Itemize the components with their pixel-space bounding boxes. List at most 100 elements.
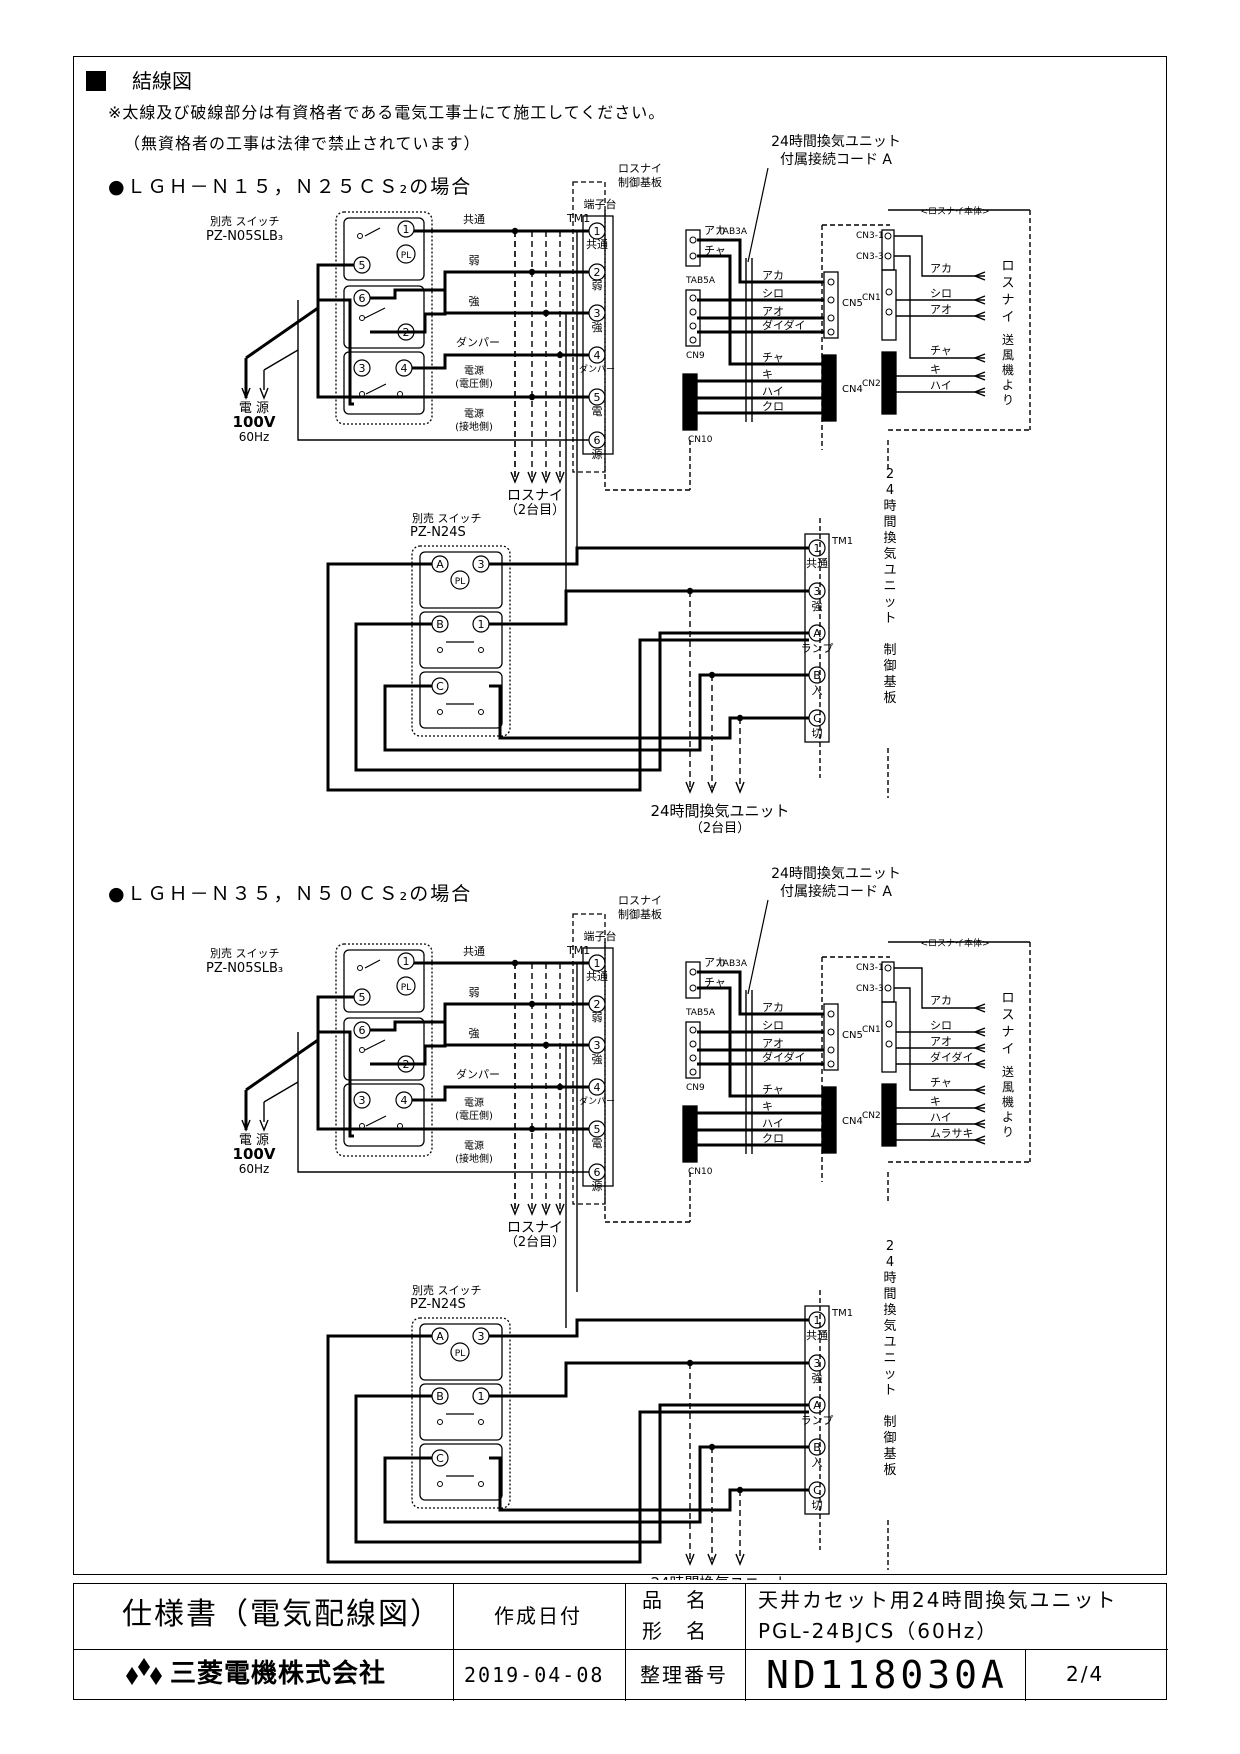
vertical-char: 制 [883,1415,896,1430]
switch-a-title: 別売 スイッチ [210,215,280,228]
unit-board-side-label: 24時間換気ユニット 制御基板 [883,467,896,706]
wire-label-strong: 強 [469,1027,480,1040]
cn4-label: CN4 [842,1116,863,1127]
pilot-lamp-icon [450,1342,470,1362]
date-label-cell: 作成日付 [454,1584,626,1649]
vertical-char: 4 [886,483,894,498]
vertical-char: 時 [883,499,896,514]
vertical-char: 気 [883,1318,896,1334]
wire-5 [316,263,354,300]
wire-power-v [316,1030,589,1138]
lossnay-2nd-sub: （2台目） [505,503,565,518]
tm1-terminal-2-number: 2 [594,266,601,279]
wire-unit-common [489,546,809,566]
unit-terminal-B-number: B [813,669,821,682]
connector-pin [689,336,697,344]
vertical-char: 換 [883,1303,896,1318]
contact-point [437,647,443,653]
arrow-head [973,1085,986,1095]
tm1-terminal-4-number: 4 [594,349,601,362]
switch-a-terminal-5-number: 5 [359,991,366,1004]
switch-a-terminal-6-number: 6 [359,1024,366,1037]
switch-b-model: PZ-N24S [410,1297,466,1312]
switch-b-outer [411,545,511,737]
tab3a-block [685,961,701,999]
wire-unit-lamp [354,1394,809,1544]
cn5-label: CN5 [842,1030,863,1041]
cn2-label: CN2 [862,1111,881,1121]
unit-terminal-label-0: 共通 [806,557,828,570]
wire [365,383,387,395]
page-cell: 2/4 [1026,1649,1168,1701]
pilot-lamp-icon [396,976,416,996]
wire-label-common: 共通 [463,213,485,226]
model-label: 形 名 [642,1619,708,1643]
switch-a-terminal-3-number: 3 [359,1094,366,1107]
contact-point [478,1419,484,1425]
wire-cha-label: チャ [704,976,726,989]
wire-weak [370,1002,589,1066]
switch-b-terminal-A-number: A [436,1330,444,1343]
lossnay-board-label-1: ロスナイ [618,162,662,175]
unit-2nd-sub: （2台目） [690,821,750,836]
wire-unit-strong [489,1361,809,1398]
wire-lamp [326,562,809,792]
contact-point [478,1481,484,1487]
cord-label-1: 24時間換気ユニット [771,134,901,150]
switch-b-title: 別売 スイッチ [412,512,482,525]
arrow-head [973,271,986,281]
wire-label-power-v1: 電源 [464,364,484,377]
wire-strong [370,288,589,315]
power-wire-2 [263,1081,299,1103]
switch-a-terminal-1 [397,952,415,970]
vertical-char: 制 [883,643,896,658]
unit-tm1-name: TM1 [831,536,853,547]
cn5-block [823,1003,839,1071]
tm1-terminal-5-number: 5 [594,1123,601,1136]
tm1-label-power1: 電 [592,1137,603,1150]
arrow-head [973,387,986,397]
tm1-label-weak: 弱 [592,279,603,292]
cn2-block [881,351,897,415]
switch-a-terminal-3-number: 3 [359,362,366,375]
switch-a-terminal-4-number: 4 [401,362,408,375]
wire-damper [412,353,589,370]
date-label: 作成日付 [494,1604,582,1628]
wire-cn4-cha [697,986,822,1098]
pilot-lamp-label-b: PL [455,1349,465,1359]
vertical-char: ニ [883,579,896,594]
wire-unit-lamp [354,622,809,772]
switch-b-module-2 [419,611,503,669]
unit-terminal-label-0: 共通 [806,1329,828,1342]
cn4-label: CN4 [842,384,863,395]
unit-tm1-name: TM1 [831,1308,853,1319]
ref-no-cell: ND118030A [746,1649,1026,1701]
tm1-label-common: 共通 [586,970,608,983]
arrow-head [259,387,269,400]
arrow-head [510,471,520,484]
wire-color-cn4-2: ハイ [762,385,784,398]
contact-point [357,965,363,971]
power-frequency: 60Hz [239,430,270,444]
note-line-1: ※太線及び破線部分は有資格者である電気工事士にて施工してください。 [108,103,666,122]
wire-power-g [297,1032,589,1173]
vertical-char: 送 [1002,332,1014,347]
switch-b-terminal-3-number: 3 [478,1330,485,1343]
switch-a-terminal-1-number: 1 [403,223,410,236]
tm1-label-strong: 強 [592,321,603,334]
wire-color-cn2-top: チャ [930,344,952,357]
arrow-head [707,781,717,794]
unit-2nd-label: 24時間換気ユニット [650,1574,789,1580]
connector-pin [827,328,835,336]
wire [364,959,381,969]
tm1-terminal-3-number: 3 [594,307,601,320]
vertical-char: 御 [883,1431,896,1446]
contact-point [357,233,363,239]
unit-terminal-C-number: C [813,712,821,725]
wire-label-common: 共通 [463,945,485,958]
vertical-char: ス [1001,276,1014,291]
title-block: 仕様書（電気配線図） 作成日付 品 名 形 名 天井カセット用24時間換気ユニッ… [73,1583,1168,1701]
tm1-label-common: 共通 [586,238,608,251]
connector-pin [689,1068,697,1076]
cn2-block [881,1083,897,1147]
